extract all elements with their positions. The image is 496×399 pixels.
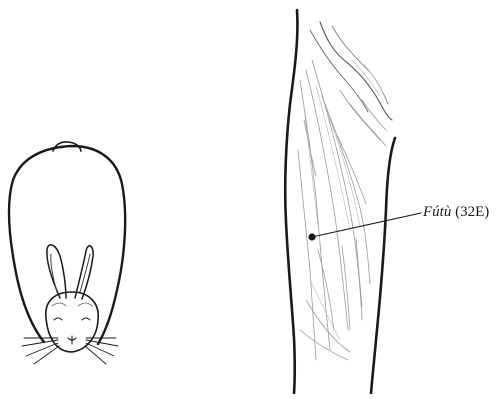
acupoint-label: Fútù (32E): [423, 203, 489, 221]
leg-right-contour: [371, 138, 395, 394]
rabbit-illustration: [9, 142, 125, 364]
rabbit-body-outline: [9, 146, 125, 344]
acupoint-name: Fútù: [423, 204, 451, 220]
leg-muscle-shading: [298, 60, 386, 360]
leg-left-contour: [285, 10, 297, 394]
acupoint-leader-line: [312, 213, 421, 237]
leg-illustration: [285, 10, 421, 394]
acupoint-code: (32E): [455, 204, 489, 220]
